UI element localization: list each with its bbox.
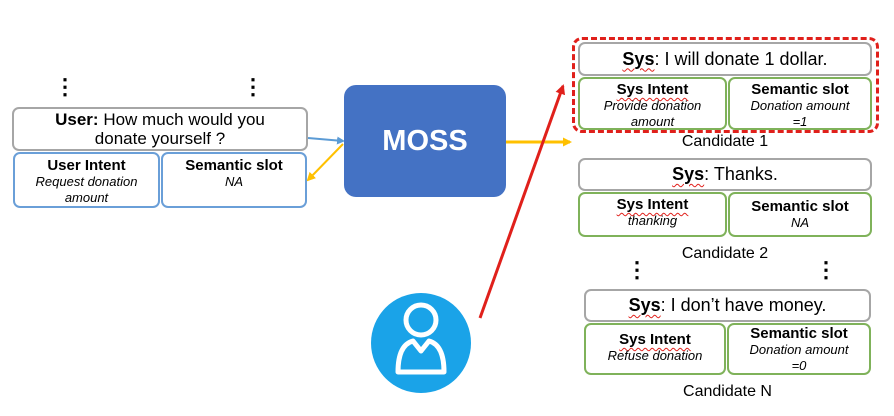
selected-candidate-highlight [572, 37, 879, 133]
candidate-utterance-text: : I don’t have money. [660, 295, 827, 315]
candidate-n-caption: Candidate N [683, 383, 772, 400]
candidate-n-intent-box: Sys Intent Refuse donation [584, 323, 726, 375]
candidate-2-intent-box: Sys Intent thanking [578, 192, 727, 237]
candidate-intent-header: Sys Intent [619, 331, 691, 348]
arrow-user-selects-candidate [478, 84, 566, 319]
arrow-user-to-moss [307, 136, 345, 145]
candidate-slot-header: Semantic slot [750, 325, 848, 342]
candidate-intent-value: thanking [627, 213, 678, 228]
user-utterance-box: User: How much would you donate yourself… [12, 107, 308, 151]
candidate-slot-value: NA [790, 215, 810, 230]
sys-speaker-label: Sys [622, 48, 655, 69]
sys-speaker-label: Sys [672, 164, 705, 184]
candidate-n-utterance-box: Sys: I don’t have money. [584, 289, 871, 322]
sys-speaker-label: Sys [628, 295, 661, 315]
candidate-intent-header: Sys Intent [616, 81, 689, 98]
user-slot-box: Semantic slot NA [161, 152, 307, 208]
candidate-utterance-text: : Thanks. [704, 164, 778, 184]
candidate-slot-header: Semantic slot [751, 81, 849, 98]
moss-label: MOSS [382, 124, 468, 157]
ellipsis-right: ⋮ [626, 257, 648, 282]
candidate-1-utterance-box: Sys: I will donate 1 dollar. [578, 42, 872, 76]
candidate-2-utterance-box: Sys: Thanks. [578, 158, 872, 191]
user-avatar-icon [371, 293, 471, 393]
ellipsis-left: ⋮ [242, 74, 264, 99]
user-intent-value: Request donation amount [35, 174, 138, 205]
candidate-1-slot-box: Semantic slot Donation amount =1 [728, 77, 872, 130]
candidate-2-slot-box: Semantic slot NA [728, 192, 872, 237]
candidate-slot-value: Donation amount =1 [750, 98, 850, 129]
moss-system-box: MOSS [344, 85, 506, 197]
user-intent-box: User Intent Request donation amount [13, 152, 160, 208]
candidate-slot-header: Semantic slot [751, 198, 849, 215]
candidate-n-slot-box: Semantic slot Donation amount =0 [727, 323, 871, 375]
candidate-2-caption: Candidate 2 [681, 245, 769, 262]
candidate-intent-value: Refuse donation [607, 348, 703, 363]
candidate-intent-header: Sys Intent [616, 196, 689, 213]
ellipsis-left: ⋮ [54, 74, 76, 99]
user-slot-value: NA [224, 174, 244, 189]
candidate-slot-value: Donation amount =0 [749, 342, 849, 373]
candidate-1-intent-box: Sys Intent Provide donation amount [578, 77, 727, 130]
candidate-1-caption: Candidate 1 [681, 133, 769, 150]
ellipsis-right: ⋮ [815, 257, 837, 282]
candidate-utterance-text: : I will donate 1 dollar. [654, 48, 828, 69]
arrow-moss-to-user-intent [306, 143, 344, 182]
user-slot-header: Semantic slot [185, 157, 283, 174]
user-utterance-text: How much would you donate yourself ? [94, 110, 265, 148]
user-speaker-label: User: [55, 110, 99, 129]
user-intent-header: User Intent [47, 157, 126, 174]
candidate-intent-value: Provide donation amount [603, 98, 702, 129]
